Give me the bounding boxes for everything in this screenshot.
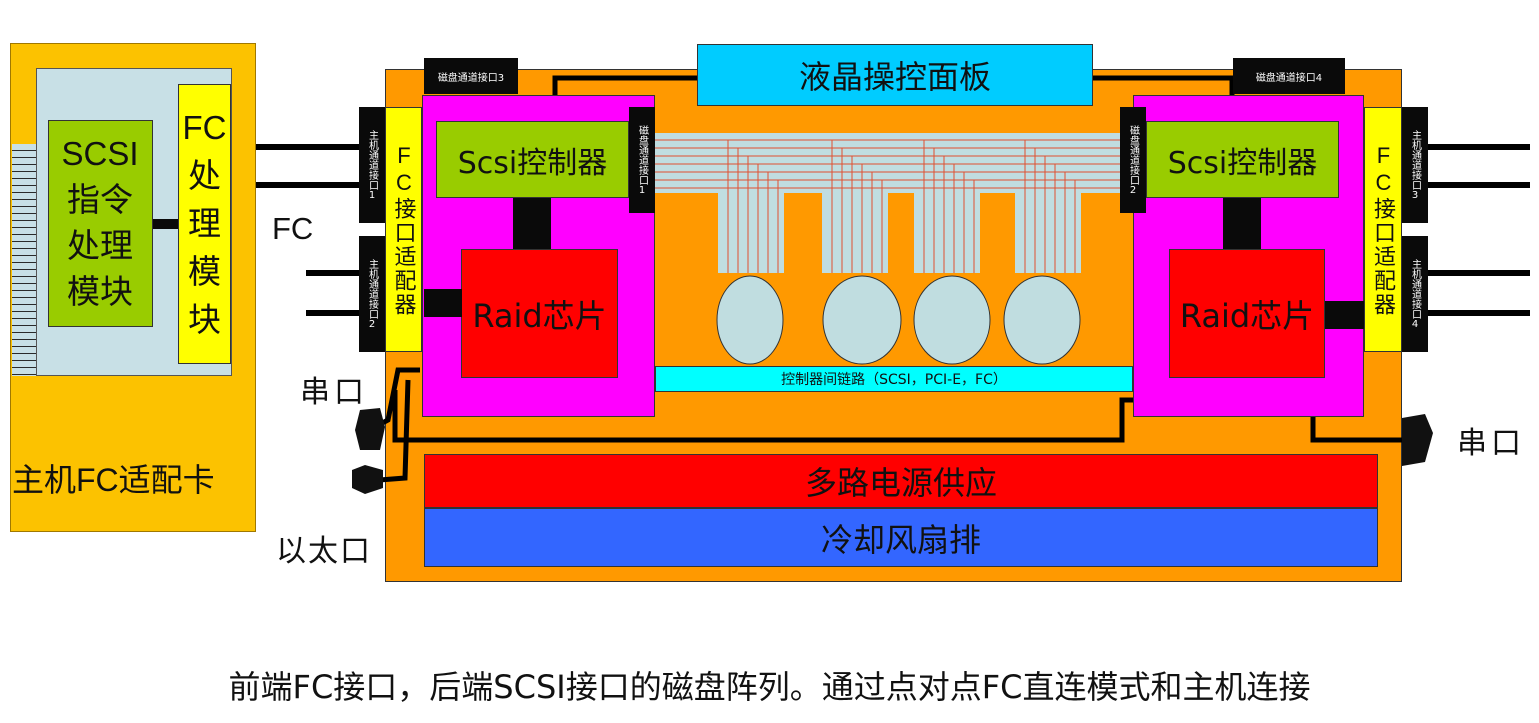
- multi-power-supply: 多路电源供应: [424, 454, 1378, 508]
- controller-interconnect-link: 控制器间链路（SCSI，PCI-E，FC）: [655, 366, 1133, 392]
- scsi-command-module-label: SCSI指令处理模块: [61, 135, 139, 310]
- right-scsi-controller: Scsi控制器: [1146, 121, 1339, 198]
- right-controller-link: [1223, 198, 1261, 249]
- right-raid-link: [1325, 301, 1364, 329]
- left-scsi-controller: Scsi控制器: [436, 121, 629, 198]
- diagram-caption: 前端FC接口，后端SCSI接口的磁盘阵列。通过点对点FC直连模式和主机连接: [228, 668, 1311, 706]
- module-link: [153, 219, 180, 229]
- host-card-title: 主机FC适配卡: [12, 462, 215, 498]
- disk-channel-04-port: 磁盘通道接口4: [1233, 58, 1345, 94]
- host-channel-01-port: 主机通道接口1: [359, 107, 385, 223]
- right-raid-chip: Raid芯片: [1169, 249, 1325, 378]
- ethernet-port-label: 以太口: [276, 534, 372, 569]
- fc-processing-module-label: FC处理模块: [182, 109, 227, 338]
- host-channel-02-port: 主机通道接口2: [359, 236, 385, 352]
- left-fc-interface-adapter: FC接口适配器: [385, 107, 422, 352]
- serial-port-left-label: 串口: [300, 375, 368, 410]
- host-channel-04-port: 主机通道接口4: [1402, 236, 1428, 352]
- serial-port-right-label: 串口: [1457, 426, 1525, 461]
- cooling-fan-row: 冷却风扇排: [424, 508, 1378, 567]
- fc-processing-module: [178, 84, 231, 364]
- disk-channel-01-port: 磁盘通道接口1: [629, 107, 655, 213]
- scsi-command-module: [48, 120, 153, 327]
- disk-channel-03-port: 磁盘通道接口3: [424, 58, 518, 94]
- card-edge-connector: [12, 144, 36, 376]
- lcd-control-panel[interactable]: 液晶操控面板: [697, 44, 1093, 106]
- disk-channel-02-port: 磁盘通道接口2: [1120, 107, 1146, 213]
- left-raid-chip: Raid芯片: [461, 249, 618, 378]
- left-controller-link: [513, 198, 551, 249]
- host-channel-03-port: 主机通道接口3: [1402, 107, 1428, 223]
- left-raid-link: [424, 289, 462, 317]
- right-fc-interface-adapter: FC接口适配器: [1364, 107, 1402, 352]
- fc-link-label: FC: [272, 211, 314, 246]
